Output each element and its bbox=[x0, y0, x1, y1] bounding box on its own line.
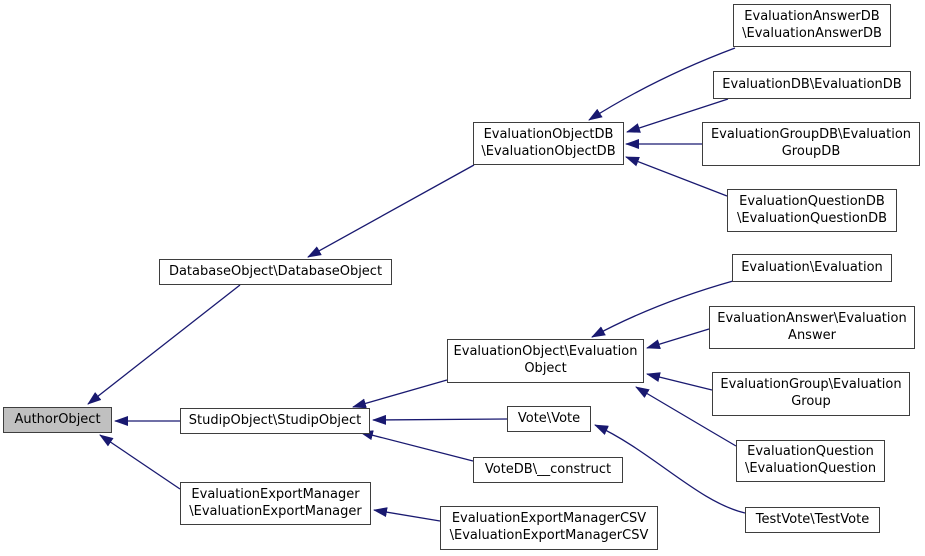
node-evaluation-answer-db-label: EvaluationAnswerDB \EvaluationAnswerDB bbox=[742, 8, 882, 41]
node-evaluation-question-label: EvaluationQuestion \EvaluationQuestion bbox=[744, 444, 877, 476]
node-evaluation-group-label: EvaluationGroup\Evaluation Group bbox=[720, 377, 902, 409]
node-evaluation-object-label: EvaluationObject\Evaluation Object bbox=[453, 344, 638, 376]
node-studip-object-label: StudipObject\StudipObject bbox=[188, 412, 362, 428]
node-evaluation-label: Evaluation\Evaluation bbox=[741, 259, 883, 275]
edge-evaluationquestiondb-to-evaluationobjectdb bbox=[625, 156, 728, 197]
edge-votedb-to-studipobject bbox=[359, 430, 474, 462]
node-studip-object[interactable]: StudipObject\StudipObject bbox=[180, 408, 370, 434]
node-vote-label: Vote\Vote bbox=[517, 410, 581, 426]
node-evaluation-group-db-label: EvaluationGroupDB\Evaluation GroupDB bbox=[710, 127, 912, 159]
edge-testvote-to-vote bbox=[594, 424, 746, 514]
node-author-object-label: AuthorObject bbox=[14, 411, 101, 427]
node-evaluation-question[interactable]: EvaluationQuestion \EvaluationQuestion bbox=[736, 440, 885, 482]
node-evaluation-group[interactable]: EvaluationGroup\Evaluation Group bbox=[712, 372, 910, 416]
edge-vote-to-studipobject bbox=[372, 414, 508, 425]
node-author-object: AuthorObject bbox=[3, 407, 112, 433]
edge-evaluationquestion-to-evaluationobject bbox=[635, 386, 737, 447]
node-vote-db-construct[interactable]: VoteDB\__construct bbox=[473, 457, 623, 483]
node-evaluation-question-db[interactable]: EvaluationQuestionDB \EvaluationQuestion… bbox=[727, 189, 897, 232]
node-evaluation-db-label: EvaluationDB\EvaluationDB bbox=[722, 76, 902, 92]
node-evaluation-object[interactable]: EvaluationObject\Evaluation Object bbox=[447, 339, 644, 383]
edge-databaseobject-to-authorobject bbox=[87, 284, 241, 405]
node-test-vote[interactable]: TestVote\TestVote bbox=[745, 507, 880, 533]
node-evaluation-export-manager-label: EvaluationExportManager \EvaluationExpor… bbox=[189, 486, 362, 519]
node-evaluation-export-manager[interactable]: EvaluationExportManager \EvaluationExpor… bbox=[180, 482, 371, 525]
node-database-object-label: DatabaseObject\DatabaseObject bbox=[168, 263, 383, 279]
edge-evaluationanswerdb-to-evaluationobjectdb bbox=[588, 47, 736, 121]
edge-evaluationdb-to-evaluationobjectdb bbox=[626, 98, 729, 133]
edge-evaluationexportmanager-to-authorobject bbox=[99, 434, 181, 490]
node-evaluation-answer-db[interactable]: EvaluationAnswerDB \EvaluationAnswerDB bbox=[733, 4, 891, 47]
edge-evaluationgroup-to-evaluationobject bbox=[646, 372, 713, 391]
node-evaluation-export-manager-csv-label: EvaluationExportManagerCSV \EvaluationEx… bbox=[449, 511, 649, 543]
node-database-object[interactable]: DatabaseObject\DatabaseObject bbox=[159, 259, 392, 285]
edge-evaluation-to-evaluationobject bbox=[591, 280, 734, 338]
edge-evaluationanswer-to-evaluationobject bbox=[646, 328, 710, 349]
edge-evaluationobject-to-studipobject bbox=[352, 379, 448, 409]
edge-evaluationexportmanagercsv-to-evaluationexportmanager bbox=[373, 507, 441, 522]
node-evaluation-answer[interactable]: EvaluationAnswer\Evaluation Answer bbox=[709, 306, 915, 349]
node-evaluation-db[interactable]: EvaluationDB\EvaluationDB bbox=[713, 71, 911, 99]
node-evaluation-question-db-label: EvaluationQuestionDB \EvaluationQuestion… bbox=[736, 193, 888, 226]
edge-evaluationobjectdb-to-databaseobject bbox=[307, 164, 475, 258]
node-evaluation-export-manager-csv[interactable]: EvaluationExportManagerCSV \EvaluationEx… bbox=[440, 506, 658, 550]
node-evaluation[interactable]: Evaluation\Evaluation bbox=[732, 254, 892, 282]
node-evaluation-group-db[interactable]: EvaluationGroupDB\Evaluation GroupDB bbox=[702, 122, 920, 166]
node-evaluation-object-db-label: EvaluationObjectDB \EvaluationObjectDB bbox=[481, 126, 616, 159]
node-evaluation-answer-label: EvaluationAnswer\Evaluation Answer bbox=[717, 310, 907, 343]
node-test-vote-label: TestVote\TestVote bbox=[755, 511, 870, 527]
node-evaluation-object-db[interactable]: EvaluationObjectDB \EvaluationObjectDB bbox=[473, 122, 624, 165]
node-vote-db-construct-label: VoteDB\__construct bbox=[484, 461, 612, 477]
node-vote[interactable]: Vote\Vote bbox=[507, 406, 591, 432]
